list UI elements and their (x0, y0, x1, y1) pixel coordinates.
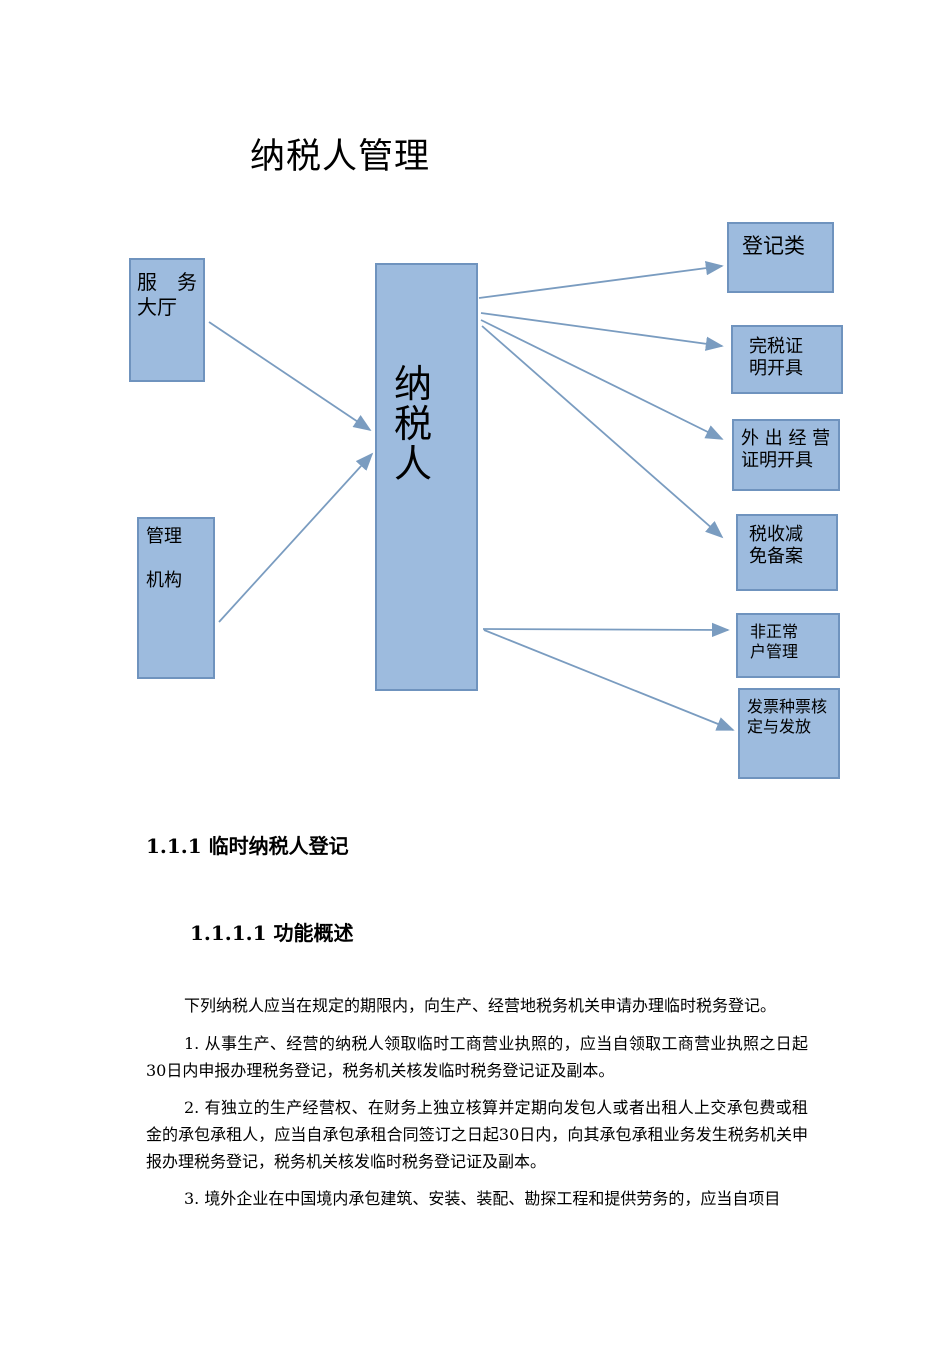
management-org-label: 管理 机构 (146, 526, 182, 591)
arrow-to-outbound-certificate (480, 319, 724, 440)
tax-certificate-label: 完税证明开具 (749, 336, 803, 379)
tax-relief-box (736, 514, 838, 591)
paragraph-item-3: 3. 境外企业在中国境内承包建筑、安装、装配、勘探工程和提供劳务的，应当自项目 (184, 1189, 781, 1208)
tax-certificate-box (731, 325, 843, 394)
taxpayer-management-diagram: 服 务大厅 管理 机构 纳税人 登记类 完税证明开具 外 出 经 营证明开具 税… (129, 222, 843, 779)
paragraph-item-2: 2. 有独立的生产经营权、在财务上独立核算并定期向发包人或者出租人上交承包费或租… (146, 1098, 808, 1171)
arrow-to-tax-relief (481, 325, 724, 539)
section-heading: 1.1.1 临时纳税人登记 (146, 834, 349, 858)
management-org-box (137, 517, 215, 679)
page-title: 纳税人管理 (250, 137, 431, 177)
registration-label: 登记类 (742, 234, 805, 258)
service-hall-box (129, 258, 205, 382)
diagram-arrows (208, 260, 735, 731)
arrow-to-invoice (483, 629, 735, 731)
outbound-certificate-label: 外 出 经 营证明开具 (741, 428, 831, 471)
arrow-to-tax-certificate (480, 312, 724, 351)
service-hall-label: 服 务大厅 (137, 270, 197, 319)
outbound-certificate-box (732, 419, 840, 491)
arrow-service-hall-to-taxpayer (208, 321, 372, 432)
tax-relief-label: 税收减免备案 (749, 524, 803, 567)
arrow-to-registration (478, 260, 724, 299)
taxpayer-label: 纳税人 (394, 362, 433, 486)
registration-box (727, 222, 834, 293)
invoice-box (738, 688, 840, 779)
invoice-label: 发票种票核定与发放 (747, 697, 828, 736)
paragraph-intro: 下列纳税人应当在规定的期限内，向生产、经营地税务机关申请办理临时税务登记。 (184, 996, 777, 1015)
paragraph-item-1: 1. 从事生产、经营的纳税人领取临时工商营业执照的，应当自领取工商营业执照之日起… (146, 1034, 808, 1080)
abnormal-household-label: 非正常户管理 (750, 622, 799, 661)
taxpayer-box (375, 263, 478, 691)
arrow-management-to-taxpayer (218, 452, 374, 623)
subsection-heading: 1.1.1.1 功能概述 (190, 921, 354, 945)
abnormal-household-box (736, 613, 840, 678)
arrow-to-abnormal-household (482, 622, 730, 638)
